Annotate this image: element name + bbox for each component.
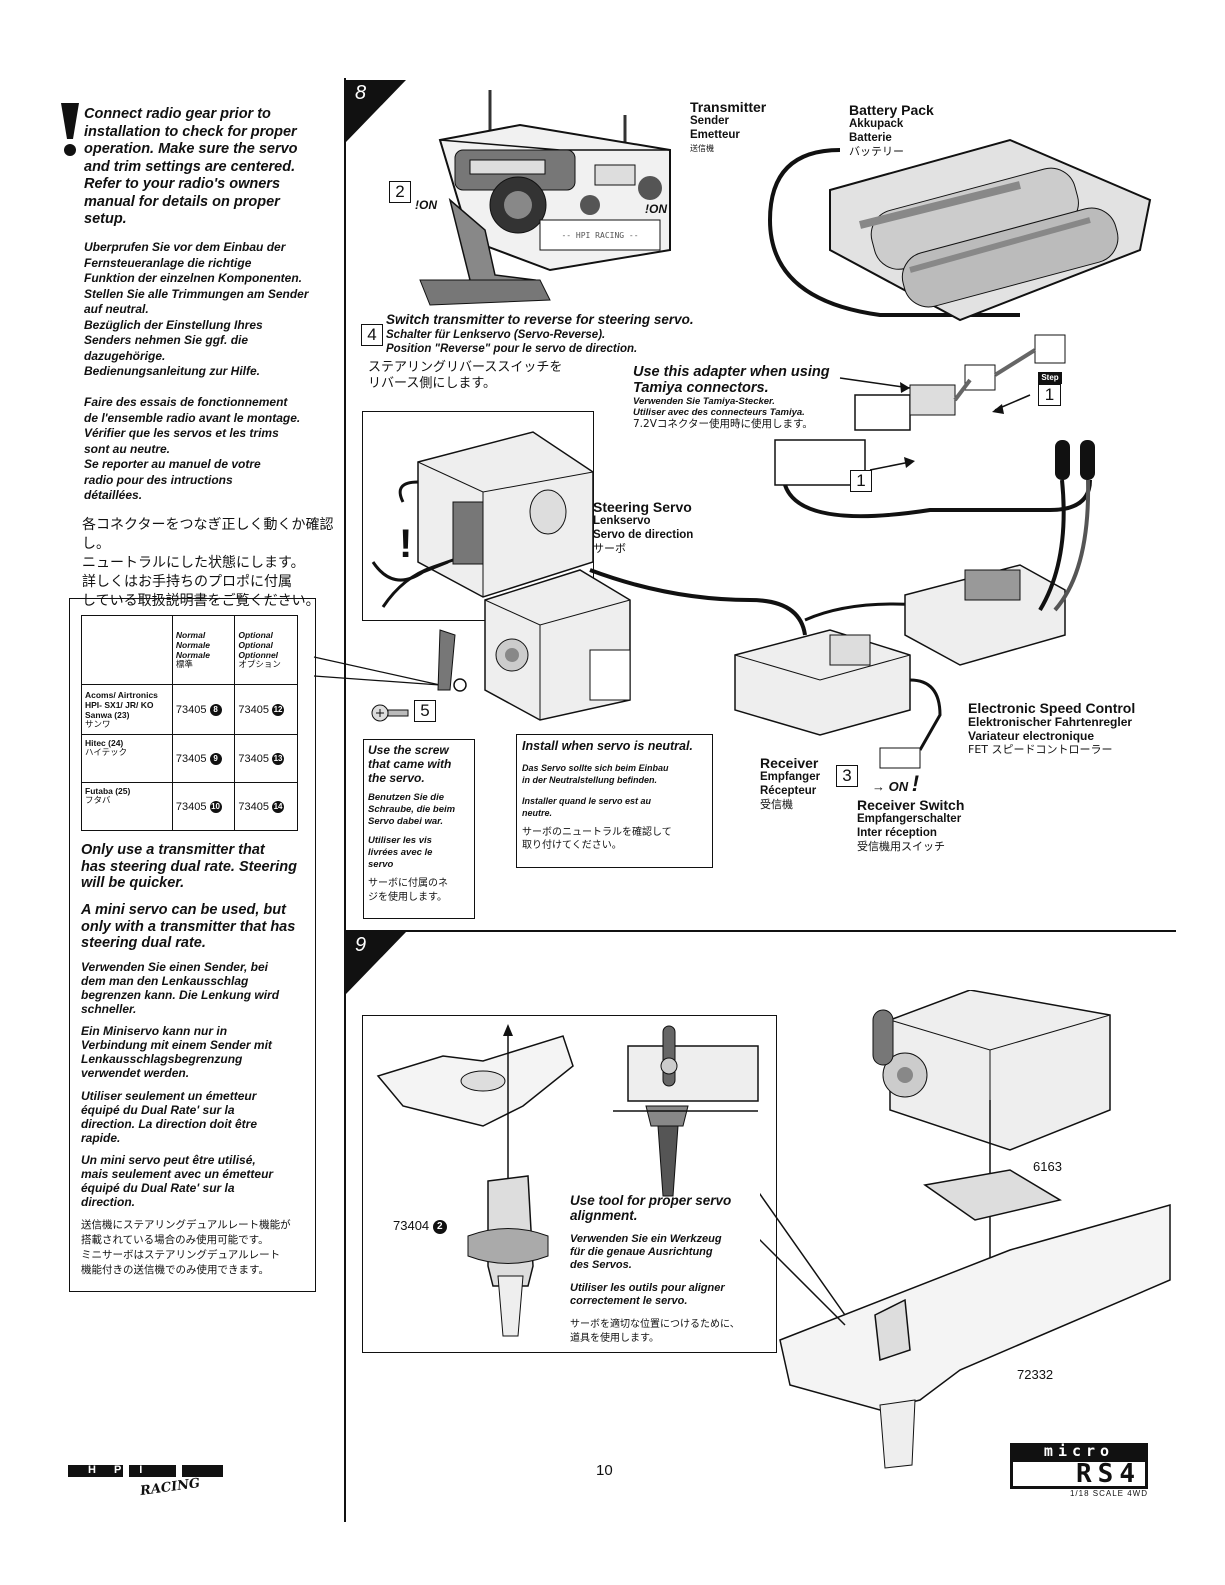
neutral-note-box: Install when servo is neutral. Das Servo… [516, 734, 713, 868]
hpi-racing-logo: RACING HPI [68, 1462, 228, 1502]
tape-part-label: 6163 [1033, 1159, 1062, 1174]
servo-chassis-illustration [760, 990, 1171, 1469]
receiver-switch-label: Receiver Switch Empfangerschalter Inter … [857, 797, 965, 854]
part-number-circle: 8 [209, 703, 222, 716]
warning-exclamation-icon [58, 103, 82, 159]
step-1-badge: Step 1 [1038, 372, 1062, 406]
svg-text:!: ! [399, 522, 412, 566]
battery-pack-label: Battery Pack Akkupack Batterie バッテリー [849, 102, 934, 159]
warning-text-japanese: 各コネクターをつなぎ正しく動くか確認し。ニュートラルにした状態にします。 詳しく… [82, 517, 334, 609]
part-number-circle: 14 [272, 800, 285, 813]
mini-servo-note-french: Un mini servo peut être utilisé,mais seu… [81, 1153, 274, 1209]
receiver-on-label: → ON ! [872, 771, 920, 796]
screw-icon [371, 703, 411, 728]
servo-tool-inset [362, 1015, 777, 1353]
connector-1-marker: 1 [850, 470, 872, 492]
servo-info-box [69, 598, 316, 1292]
step-5-marker: 5 [414, 700, 436, 722]
steering-servo-label: Steering Servo Lenkservo Servo de direct… [593, 499, 694, 556]
part-number-circle: 2 [432, 1219, 447, 1234]
transmitter-on-label: !ON [415, 198, 437, 212]
tool-part-label: 73404 2 [393, 1218, 447, 1234]
battery-pack-illustration [767, 138, 1152, 322]
esc-label: Electronic Speed Control Elektronischer … [968, 700, 1136, 757]
part-number-circle: 10 [209, 800, 222, 813]
transmitter-illustration: -- HPI RACING -- [419, 90, 671, 306]
servo-inset-illustration: ! [371, 431, 594, 608]
part-number-circle: 12 [272, 703, 285, 716]
step-divider [344, 930, 1176, 932]
adapter-instruction: Use this adapter when using Tamiya conne… [633, 364, 830, 430]
servo-receiver-esc-illustration [437, 564, 1066, 769]
servo-tool-illustration [376, 1024, 759, 1337]
notes-japanese: 送信機にステアリングデュアルレート機能が搭載されている場合のみ使用可能です。ミニ… [81, 1219, 291, 1276]
power-on-label: !ON [645, 202, 667, 216]
part-number-circle: 13 [272, 752, 285, 765]
page-number: 10 [596, 1462, 613, 1479]
table-row: Hitec (24)ハイテック 73405 9 73405 13 [81, 734, 298, 783]
micro-rs4-logo: micro RS4 1/18 SCALE 4WD [1010, 1443, 1148, 1499]
step-8-badge: 8 [346, 80, 406, 142]
connectors-illustration [774, 334, 1092, 519]
step-4-instruction: Switch transmitter to reverse for steeri… [386, 312, 694, 355]
step-2-marker: 2 [389, 181, 411, 203]
receiver-label: Receiver Empfanger Récepteur 受信機 [760, 755, 821, 812]
step-9-badge: 9 [346, 932, 406, 994]
callout-lines [313, 656, 441, 686]
transmitter-label: Transmitter Sender Emetteur 送信機 [690, 99, 767, 154]
step-3-marker: 3 [836, 765, 858, 787]
step-4-marker: 4 [361, 324, 383, 346]
esc-wires-illustration [1038, 440, 1095, 612]
step-4-instruction-japanese: ステアリングリバーススイッチをリバース側にします。 [368, 360, 563, 391]
part-number-circle: 9 [209, 752, 222, 765]
svg-text:-- HPI RACING --: -- HPI RACING -- [561, 231, 638, 240]
chassis-part-label: 72332 [1017, 1367, 1054, 1382]
column-divider [344, 78, 346, 1522]
table-row: Futaba (25)フタバ 73405 10 73405 14 [81, 782, 298, 831]
